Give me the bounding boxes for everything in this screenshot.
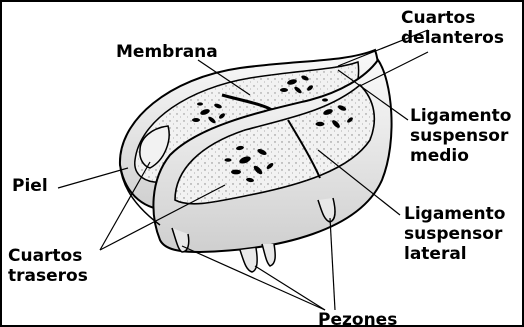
label-cuartos-traseros-line2: traseros — [8, 266, 88, 286]
label-ligamento-medio-line3: medio — [410, 146, 511, 166]
label-ligamento-lateral-line3: lateral — [404, 244, 505, 264]
label-ligamento-medio-line1: Ligamento — [410, 106, 511, 126]
leader-pezones-3 — [330, 218, 335, 310]
label-ligamento-lateral-line1: Ligamento — [404, 204, 505, 224]
label-piel-text: Piel — [12, 176, 48, 196]
label-piel: Piel — [12, 176, 48, 196]
label-ligamento-lateral-line2: suspensor — [404, 224, 505, 244]
teat-4 — [262, 244, 275, 266]
label-ligamento-suspensor-lateral: Ligamento suspensor lateral — [404, 204, 505, 264]
label-cuartos-delanteros: Cuartos delanteros — [401, 8, 504, 48]
label-pezones: Pezones — [318, 310, 397, 327]
label-ligamento-medio-line2: suspensor — [410, 126, 511, 146]
label-cuartos-traseros-line1: Cuartos — [8, 246, 88, 266]
label-cuartos-delanteros-line2: delanteros — [401, 28, 504, 48]
label-cuartos-delanteros-line1: Cuartos — [401, 8, 504, 28]
label-ligamento-suspensor-medio: Ligamento suspensor medio — [410, 106, 511, 166]
label-pezones-text: Pezones — [318, 310, 397, 327]
label-membrana: Membrana — [116, 42, 218, 62]
leader-pezones-2 — [255, 266, 325, 310]
leader-piel — [58, 168, 128, 188]
label-cuartos-traseros: Cuartos traseros — [8, 246, 88, 286]
label-membrana-text: Membrana — [116, 42, 218, 62]
teat-2 — [240, 248, 257, 272]
